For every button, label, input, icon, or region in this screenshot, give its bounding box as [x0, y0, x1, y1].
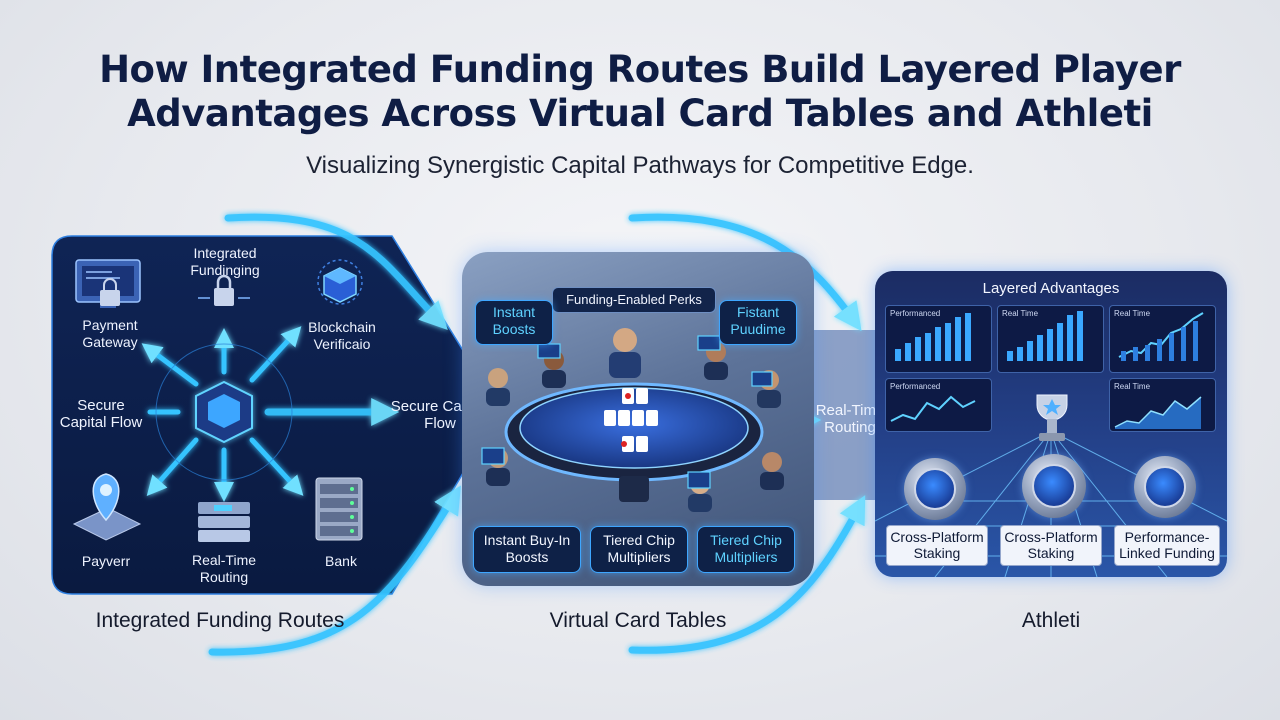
- poker-table-scene: [481, 328, 784, 512]
- mini-chart-label-2: Real Time: [1002, 309, 1039, 318]
- mini-chart-4: [885, 378, 992, 432]
- star-badge-icon: [1022, 454, 1086, 518]
- hub-ring: [155, 343, 293, 481]
- spoke-up-right: [249, 326, 302, 383]
- trophy-badge-icon: [904, 458, 966, 520]
- real-time-routing-label: Real-Time Routing: [191, 552, 257, 585]
- funding-section-label: Integrated Funding Routes: [95, 609, 345, 632]
- secure-flow-left-label: Secure Capital Flow: [59, 397, 143, 431]
- monitor-lock-icon: [75, 259, 141, 308]
- page-subtitle: Visualizing Synergistic Capital Pathways…: [306, 152, 974, 179]
- flow-curve-top-left: [224, 213, 448, 331]
- blockchain-cube-icon: [317, 259, 363, 305]
- perks-header: Funding-Enabled Perks: [552, 287, 716, 313]
- empty-chair: [619, 476, 649, 502]
- performance-label: Performance-Linked Funding: [1114, 525, 1220, 566]
- integrated-funding-label: Integrated Fundinging: [190, 245, 260, 278]
- mini-bars-2: [1007, 311, 1083, 361]
- flow-curve-bottom-mid: [628, 495, 866, 654]
- padlock-icon: [198, 274, 250, 306]
- mini-bars-1: [895, 313, 971, 361]
- title-line-2: Advantages Across Virtual Card Tables an…: [127, 92, 1153, 135]
- players: [486, 328, 784, 512]
- spoke-up-left: [141, 343, 199, 387]
- advantages-header: Layered Advantages: [982, 280, 1120, 297]
- tiered-chip-box-1: Tiered Chip Multipliers: [590, 526, 688, 573]
- server-rack-icon: [315, 477, 363, 541]
- instant-buyin-label: Instant Buy-In Boosts: [483, 532, 571, 565]
- blockchain-label: Blockchain Verificaio: [308, 319, 376, 352]
- cards: [604, 388, 658, 452]
- connector-label-mid: Real-Time Routing: [815, 402, 885, 436]
- payverr-label: Payverr: [81, 553, 131, 569]
- mini-area-5: [1115, 397, 1201, 429]
- spoke-down-left: [146, 437, 199, 497]
- trophy-icon: [1036, 394, 1068, 441]
- tables-section-label: Virtual Card Tables: [549, 609, 727, 632]
- payment-gateway-label: Payment Gateway: [82, 317, 138, 350]
- spoke-down-right: [249, 437, 304, 496]
- page-title: How Integrated Funding Routes Build Laye…: [40, 48, 1240, 136]
- fistant-puudime-box: Fistant Puudime: [719, 300, 797, 345]
- instant-buyin-box: Instant Buy-In Boosts: [473, 526, 581, 573]
- mini-chart-label-1: Performanced: [890, 309, 941, 318]
- flow-curve-bottom-left: [208, 485, 461, 656]
- mini-chart-label-3: Real Time: [1114, 309, 1151, 318]
- tiered-chip-box-2: Tiered Chip Multipliers: [697, 526, 795, 573]
- staking-label-1: Cross-Platform Staking: [886, 525, 988, 566]
- athleti-section-label: Athleti: [1021, 609, 1081, 632]
- runner-badge-icon: [1134, 456, 1196, 518]
- instant-boosts-box: Instant Boosts: [475, 300, 553, 345]
- bank-label: Bank: [325, 553, 357, 569]
- mini-chart-label-4: Performanced: [890, 382, 941, 391]
- mini-line-3: [1118, 312, 1204, 361]
- mini-line-4: [890, 395, 976, 422]
- flow-curve-top-mid: [628, 213, 862, 332]
- poker-table: [519, 387, 749, 469]
- mini-chart-label-5: Real Time: [1114, 382, 1151, 391]
- location-pin-icon: [72, 473, 142, 541]
- tablets: [481, 335, 773, 489]
- staking-label-2: Cross-Platform Staking: [1000, 525, 1102, 566]
- stack-icon: [198, 502, 250, 542]
- hub-cube-icon: [195, 380, 253, 444]
- title-line-1: How Integrated Funding Routes Build Laye…: [99, 48, 1181, 91]
